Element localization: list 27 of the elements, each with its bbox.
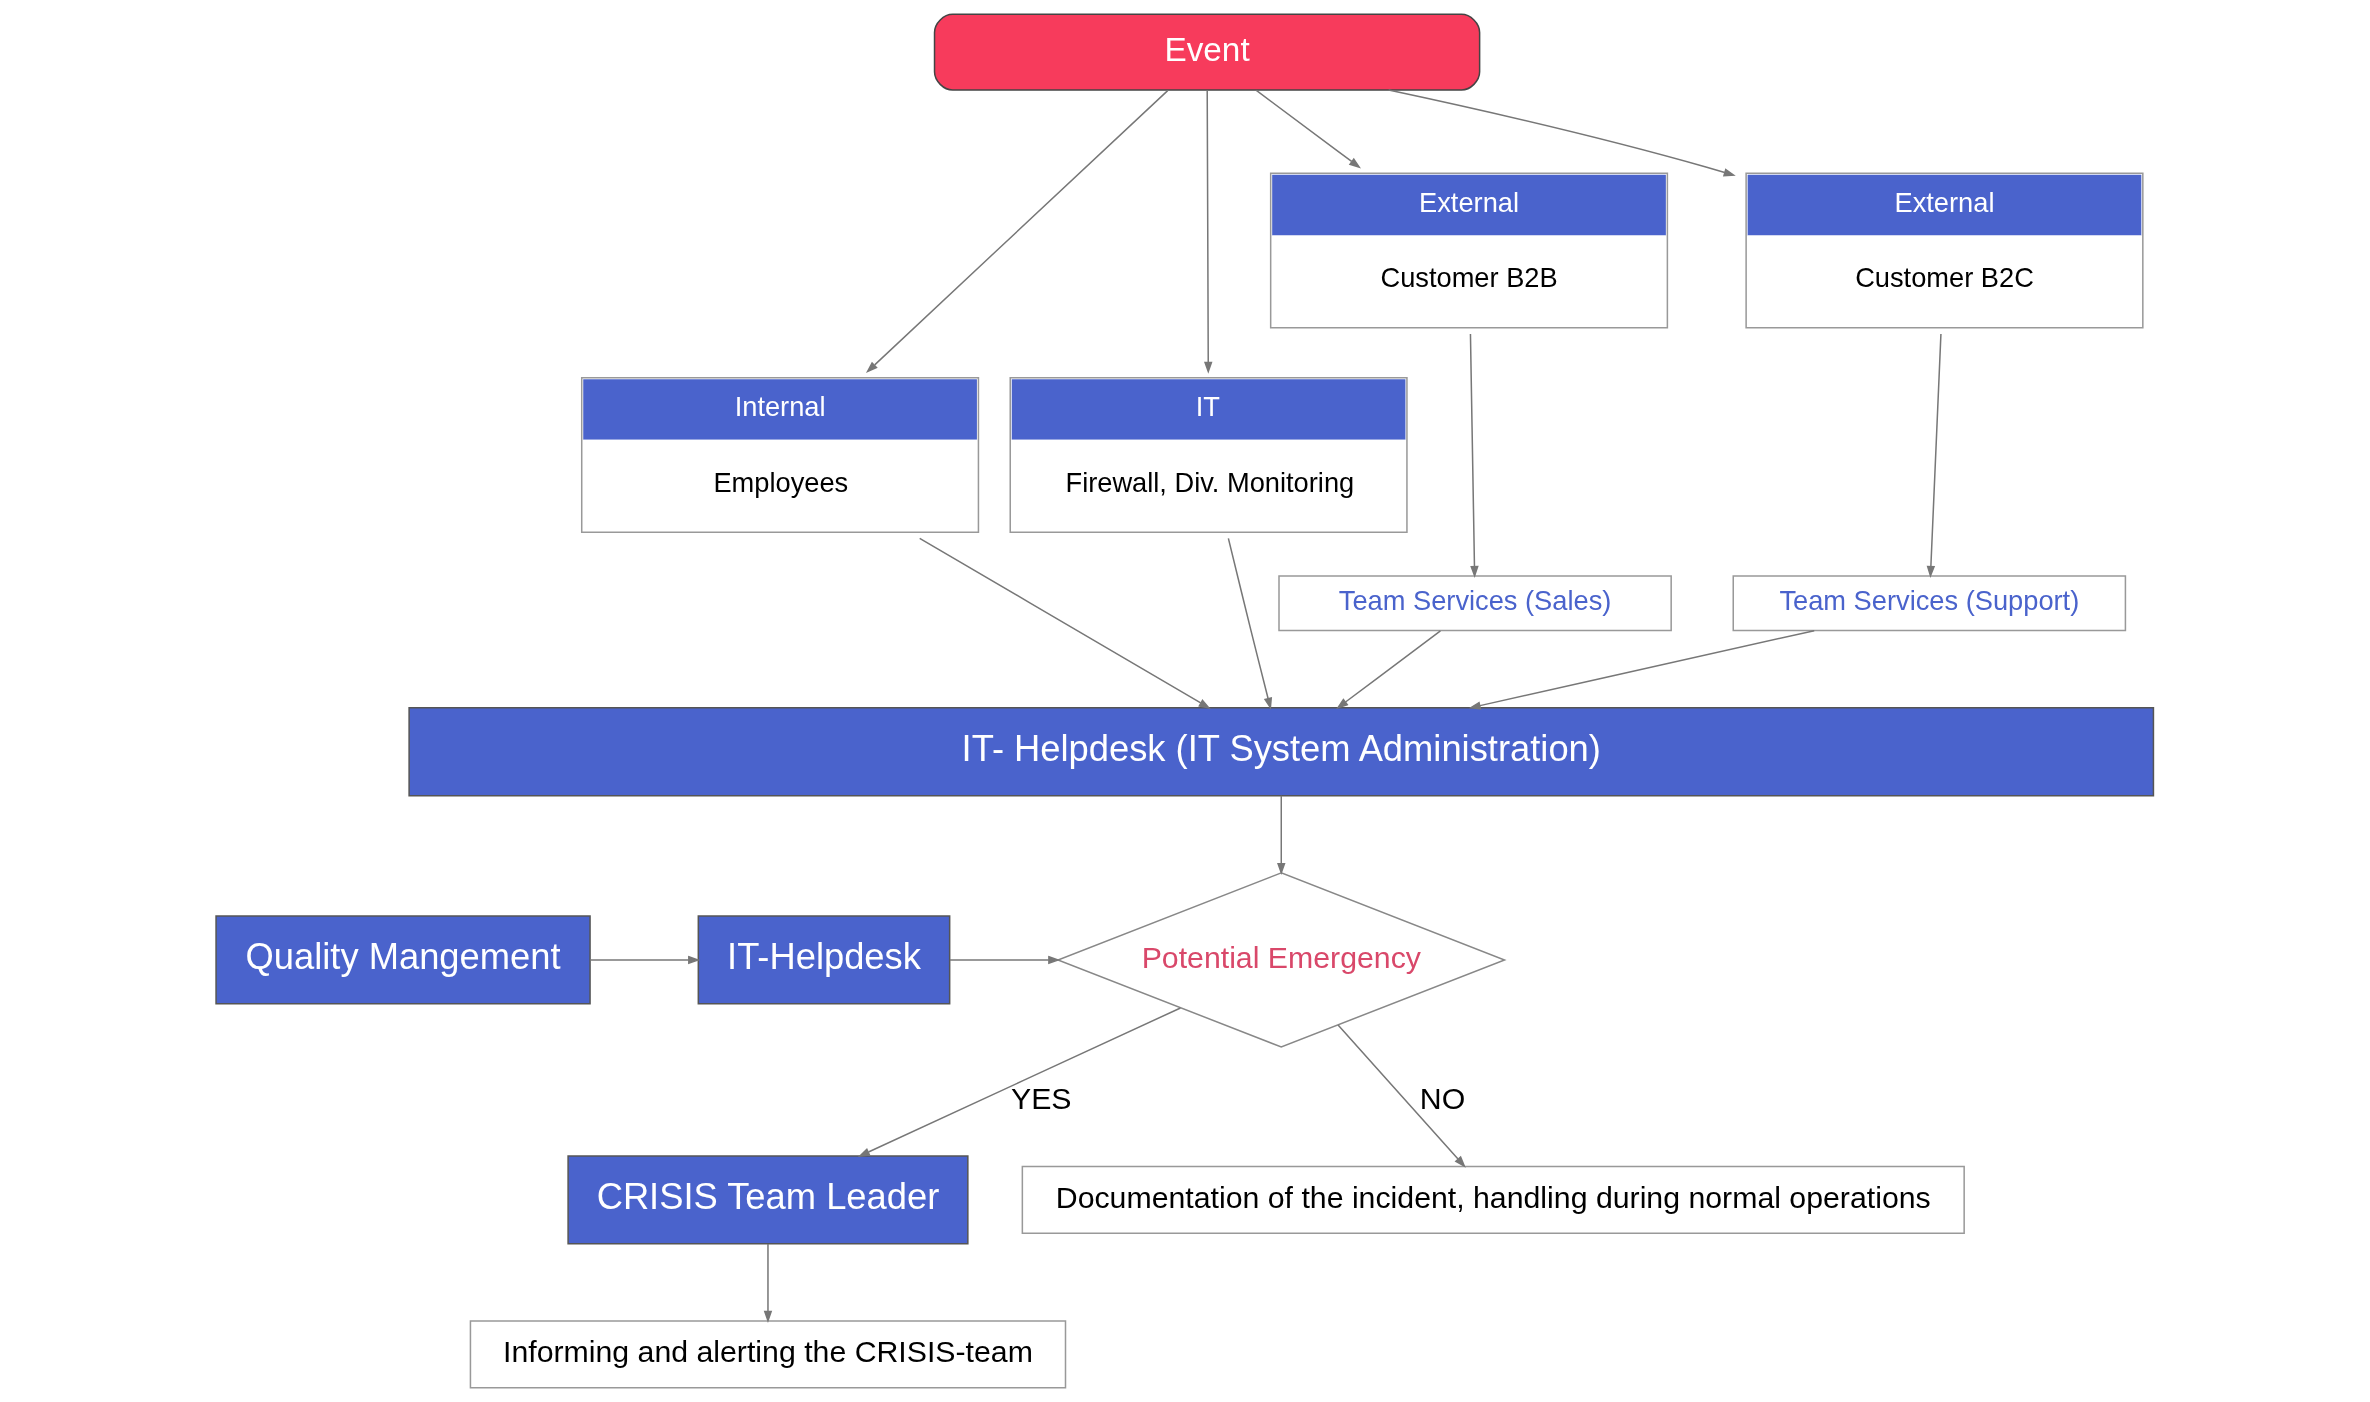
arrow	[1335, 630, 1441, 709]
arrow	[1926, 333, 1942, 578]
arrow	[1336, 1024, 1466, 1168]
node-box: Informing and alerting the CRISIS-team	[469, 1320, 1066, 1389]
node-box: Quality Mangement	[214, 915, 591, 1005]
node-box: Event	[933, 13, 1480, 91]
arrow	[1468, 629, 1815, 710]
edge-label: NO	[1419, 1082, 1465, 1116]
arrow	[588, 955, 700, 965]
node-box: IT-Helpdesk	[697, 915, 950, 1005]
arrow	[1276, 795, 1285, 876]
arrow	[948, 955, 1060, 965]
node-box: CRISIS Team Leader	[566, 1155, 969, 1245]
arrow	[763, 1243, 772, 1323]
arrow	[918, 537, 1211, 709]
arrow	[1227, 537, 1272, 710]
node-box: Documentation of the incident, handling during normal operations	[1021, 1165, 1965, 1234]
node-box: Team Services (Support)	[1732, 575, 2126, 632]
arrow	[857, 1007, 1181, 1157]
arrow	[1469, 333, 1479, 578]
arrow	[1203, 89, 1212, 374]
arrow	[1387, 89, 1736, 177]
arrow	[1255, 89, 1361, 169]
node-box: IT- Helpdesk (IT System Administration)	[407, 707, 2154, 797]
arrow	[865, 89, 1168, 374]
edge-label: YES	[1010, 1082, 1072, 1116]
node-box: Team Services (Sales)	[1277, 575, 1672, 632]
